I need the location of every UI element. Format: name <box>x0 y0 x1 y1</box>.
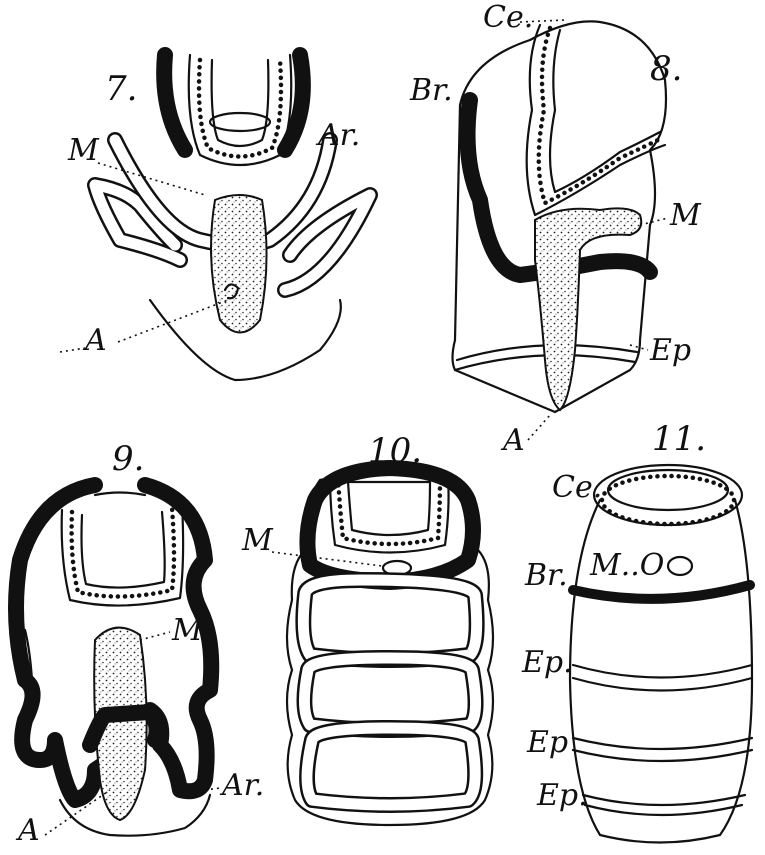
fig11-mouth <box>668 557 692 575</box>
fig7-mouth <box>210 113 270 131</box>
fig11-ring-1 <box>573 665 752 678</box>
fig8-label-brachial: Br. <box>409 73 453 108</box>
fig11-label-mouth: M..O <box>589 548 664 583</box>
fig10-segment-3 <box>307 728 475 805</box>
fig11-label-brachial: Br. <box>524 558 568 593</box>
fig10-body-outline <box>287 470 493 825</box>
fig11-label-ep2: Ep <box>526 725 568 760</box>
fig7-label-anus: A <box>82 323 107 358</box>
figure-8: 8. Ce. Br. M Ep A <box>409 0 702 458</box>
fig8-label-coelom: Ce. <box>483 0 533 35</box>
fig8-gut <box>535 208 641 410</box>
fig10-segment-1 <box>303 580 476 660</box>
fig11-number: 11. <box>652 419 706 459</box>
fig11-label-coelom: Ce. <box>552 470 602 505</box>
fig8-coelom-outer <box>527 25 665 215</box>
fig8-label-anus: A <box>500 423 525 458</box>
fig9-number: 9. <box>112 439 144 479</box>
fig11-label-ep1: Ep. <box>521 645 573 680</box>
figure-9: 9. M Ar. A <box>15 439 264 848</box>
fig11-brachial-ring <box>573 585 750 599</box>
fig10-label-mouth: M <box>241 523 274 558</box>
fig7-left-prong <box>164 55 185 150</box>
fig11-coelom-dots <box>602 476 734 524</box>
fig9-label-anus: A <box>15 813 40 848</box>
fig11-label-ep3: Ep. <box>536 778 588 813</box>
fig9-label-mouth: M <box>171 613 204 648</box>
fig8-label-epidermal: Ep <box>649 333 691 368</box>
fig11-ring-3 <box>583 795 745 805</box>
fig8-number: 8. <box>650 49 682 89</box>
fig7-gut <box>211 195 267 333</box>
fig9-label-arms: Ar. <box>219 768 264 803</box>
fig7-right-prong <box>285 55 303 150</box>
fig8-label-mouth: M <box>669 198 702 233</box>
fig10-segment-2 <box>304 658 475 730</box>
figure-10: 10. M <box>241 431 493 825</box>
fig7-label-mouth: M <box>67 133 100 168</box>
fig11-ring-2 <box>573 738 752 749</box>
figure-11: 11. Ce. Br. M..O Ep. Ep Ep. <box>521 419 752 843</box>
fig7-coelom-outer <box>189 55 292 165</box>
figure-7: 7. M Ar. A <box>60 55 370 380</box>
fig7-number: 7. <box>105 69 137 109</box>
fig7-label-arms: Ar. <box>315 118 360 153</box>
fig10-number: 10. <box>368 431 422 471</box>
